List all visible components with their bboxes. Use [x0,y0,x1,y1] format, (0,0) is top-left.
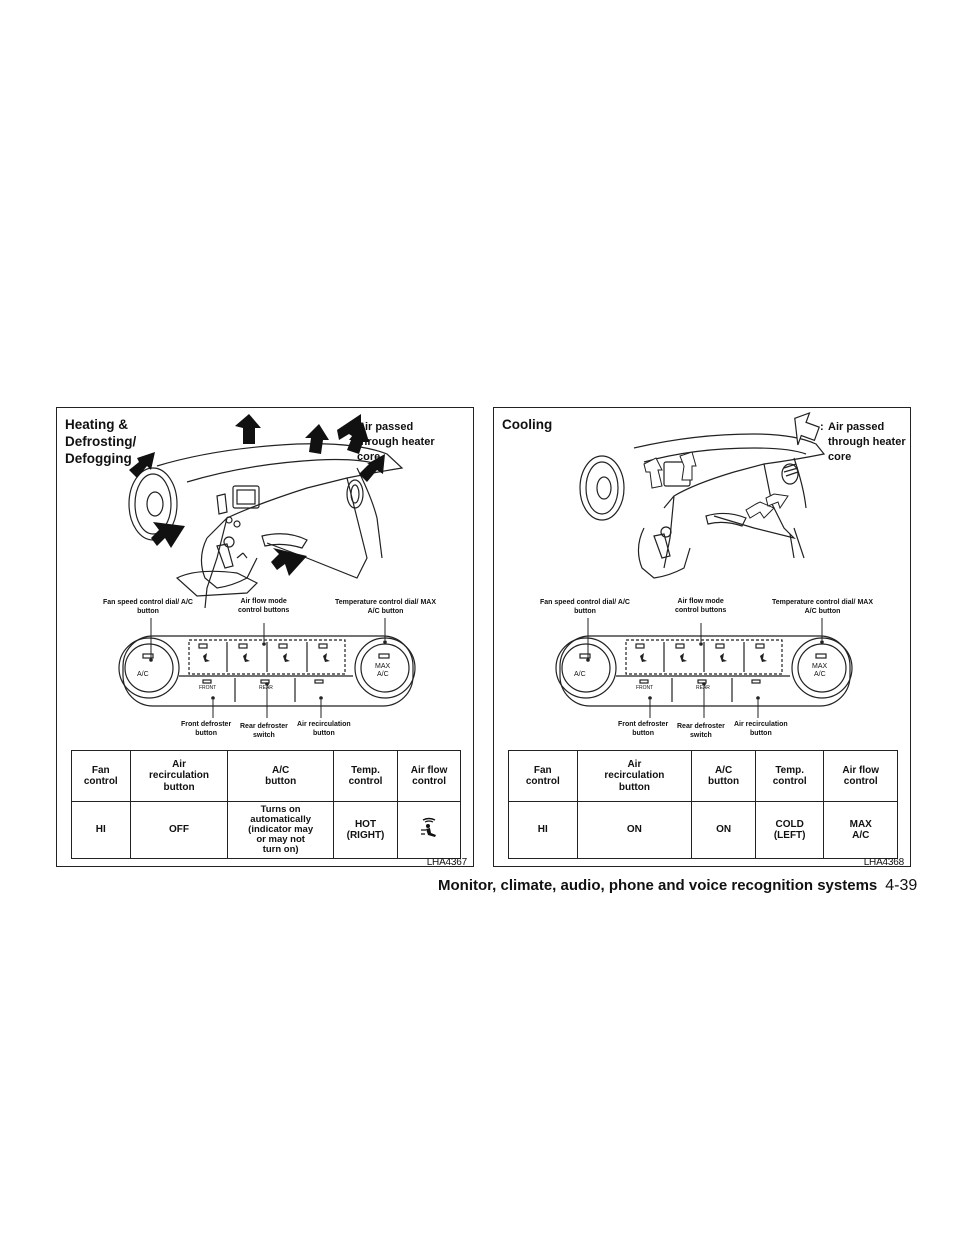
figure-code: LHA4367 [426,857,468,868]
max-dial-label: MAX [812,663,828,670]
panel-title: Heating & Defrosting/ Defogging [65,417,137,466]
page-footer: Monitor, climate, audio, phone and voice… [438,877,917,895]
heating-panel: Heating & Defrosting/ Defogging : Air pa… [56,407,474,868]
max-ac-dial-label: A/C [814,671,826,678]
ac-dial-label: A/C [574,671,586,678]
max-dial-label: MAX [375,663,391,670]
front-defroster-callout: Front defroster button [181,721,232,737]
cooling-panel: Cooling : Air passed through heater core… [493,407,911,868]
dashboard-illustration [555,411,853,718]
rear-defroster-callout: Rear defroster switch [240,723,288,739]
front-label: FRONT [636,685,654,691]
value-fan: HI [71,801,131,859]
rear-label: REAR [696,685,710,691]
value-temp: COLD(LEFT) [754,801,825,859]
value-airflow [397,801,461,859]
header-temp: Temp.control [332,750,399,802]
header-temp: Temp.control [754,750,825,802]
temperature-callout: Temperature control dial/ MAX A/C button [335,599,436,615]
value-fan: HI [508,801,578,859]
front-defroster-callout: Front defroster button [618,721,669,737]
figure-code: LHA4368 [863,857,905,868]
section-title: Monitor, climate, audio, phone and voice… [438,877,878,894]
value-recirc: OFF [129,801,229,859]
dashboard-illustration [118,414,416,718]
rear-label: REAR [259,685,273,691]
value-recirc: ON [576,801,693,859]
panel-title: Cooling [502,417,553,432]
defrost-floor-mode-icon [421,818,437,838]
max-ac-dial-label: A/C [377,671,389,678]
value-temp: HOT(RIGHT) [332,801,399,859]
air-flow-mode-callout: Air flow mode control buttons [238,598,290,614]
rear-defroster-callout: Rear defroster switch [677,723,725,739]
fan-speed-callout: Fan speed control dial/ A/C button [540,599,630,615]
fan-speed-callout: Fan speed control dial/ A/C button [103,599,193,615]
air-flow-mode-callout: Air flow mode control buttons [675,598,727,614]
temperature-callout: Temperature control dial/ MAX A/C button [772,599,873,615]
air-recirculation-callout: Air recirculation button [297,721,351,737]
front-label: FRONT [199,685,217,691]
page-number: 4-39 [885,877,918,894]
air-recirculation-callout: Air recirculation button [734,721,788,737]
value-ac: ON [691,801,756,859]
ac-dial-label: A/C [137,671,149,678]
